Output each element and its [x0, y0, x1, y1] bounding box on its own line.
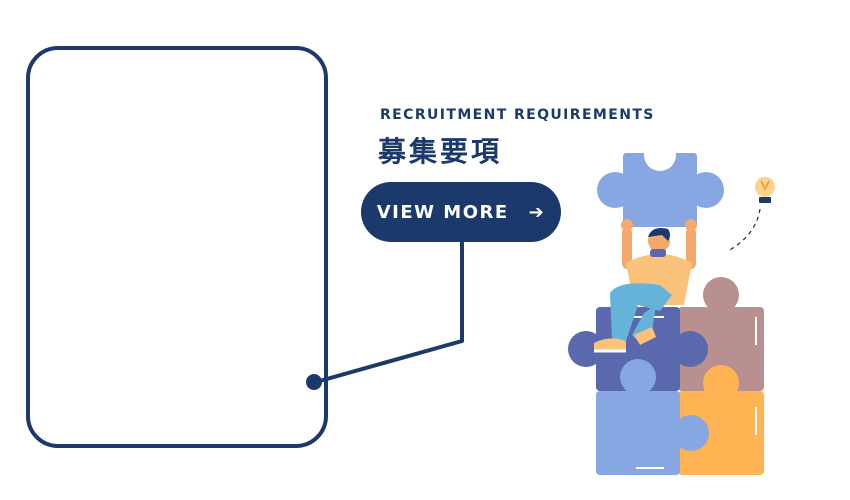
puzzle-piece-mauve — [678, 277, 764, 401]
lightbulb-icon — [727, 177, 775, 252]
view-more-button[interactable]: VIEW MORE ➔ — [361, 182, 561, 242]
view-more-label: VIEW MORE — [376, 201, 509, 223]
puzzle-piece-light-blue-bottom — [596, 391, 709, 475]
image-frame — [26, 46, 328, 448]
section-title: 募集要項 — [378, 135, 503, 168]
puzzle-person-icon — [568, 145, 775, 475]
arrow-right-icon: ➔ — [528, 201, 546, 223]
puzzle-piece-held — [597, 145, 724, 231]
section-eyebrow: RECRUITMENT REQUIREMENTS — [380, 107, 655, 123]
person — [594, 227, 696, 353]
